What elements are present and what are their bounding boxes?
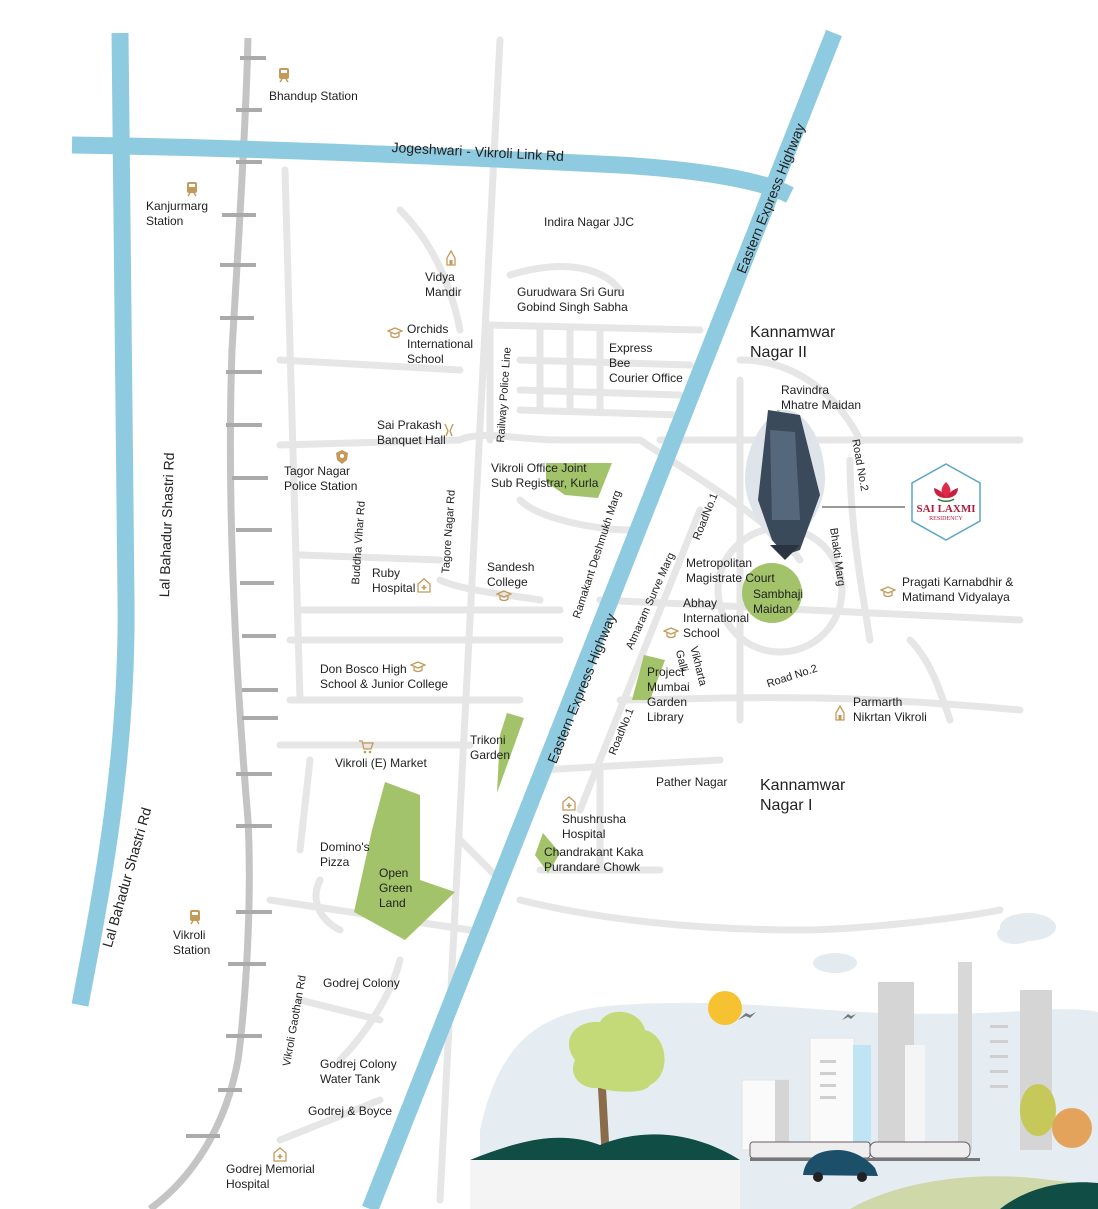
railway-line bbox=[147, 37, 278, 1209]
indira-nagar-label: Indira Nagar JJC bbox=[544, 215, 635, 229]
godrej-hospital-label: Godrej Memorial Hospital bbox=[226, 1162, 315, 1191]
open-green-land-label: Open Green Land bbox=[379, 866, 413, 910]
market-cart-icon bbox=[359, 740, 374, 754]
bhandup-station-label: Bhandup Station bbox=[269, 89, 358, 103]
project-mumbai-label: Project Mumbai Garden Library bbox=[647, 665, 690, 724]
project-pin bbox=[745, 410, 825, 560]
sai-prakash-label: Sai Prakash Banquet Hall bbox=[377, 418, 446, 447]
godrej-water-tank-label: Godrej Colony Water Tank bbox=[320, 1057, 397, 1086]
hospital-icon bbox=[273, 1147, 287, 1162]
shushrusha-hospital-label: Shushrusha Hospital bbox=[562, 812, 627, 841]
hospital-icon bbox=[562, 796, 576, 811]
school-icon bbox=[880, 586, 896, 598]
highways bbox=[71, 29, 842, 1209]
vikroli-market-label: Vikroli (E) Market bbox=[335, 756, 427, 770]
train-station-icon bbox=[279, 68, 289, 83]
vidya-mandir-label: Vidya Mandir bbox=[425, 270, 462, 299]
vikroli-station-label: Vikroli Station bbox=[173, 928, 211, 957]
ravindra-maidan-label: Ravindra Mhatre Maidan bbox=[781, 383, 862, 412]
kannamwar-nagar-1-label: Kannamwar Nagar I bbox=[760, 777, 846, 814]
banquet-icon bbox=[444, 423, 454, 437]
godrej-boyce-label: Godrej & Boyce bbox=[308, 1104, 393, 1118]
sai-laxmi-logo: SAI LAXMI RESIDENCY bbox=[910, 462, 982, 542]
kanjurmarg-station-label: Kanjurmarg Station bbox=[146, 199, 209, 228]
local-streets bbox=[266, 36, 1024, 1204]
school-icon bbox=[496, 590, 512, 602]
temple-icon bbox=[446, 250, 456, 266]
chandrakant-chowk-label: Chandrakant Kaka Purandare Chowk bbox=[544, 845, 644, 874]
police-icon bbox=[336, 450, 348, 464]
godrej-colony-label: Godrej Colony bbox=[323, 976, 400, 990]
parmarth-label: Parmarth Nikrtan Vikroli bbox=[853, 695, 927, 724]
express-bee-label: Express Bee Courier Office bbox=[609, 341, 683, 385]
orchids-school-label: Orchids International School bbox=[407, 322, 474, 366]
logo-text: SAI LAXMI bbox=[917, 503, 976, 515]
pather-nagar-label: Pather Nagar bbox=[656, 775, 728, 789]
temple-icon bbox=[835, 705, 845, 721]
abhay-school-label: Abhay International School bbox=[683, 596, 750, 640]
sandesh-college-label: Sandesh College bbox=[487, 560, 535, 589]
dominos-pizza-label: Domino's Pizza bbox=[320, 840, 370, 869]
ruby-hospital-label: Ruby Hospital bbox=[372, 566, 416, 595]
sub-registrar-label: Vikroli Office Joint Sub Registrar, Kurl… bbox=[491, 461, 599, 490]
school-icon bbox=[387, 327, 403, 339]
hospital-icon bbox=[417, 578, 431, 593]
sambhaji-maidan-label: Sambhaji Maidan bbox=[753, 587, 804, 616]
trikoni-garden-label: Trikoni Garden bbox=[470, 733, 511, 762]
school-icon bbox=[663, 627, 679, 639]
pragati-vidyalaya-label: Pragati Karnabdhir & Matimand Vidyalaya bbox=[902, 575, 1014, 604]
metropolitan-court-label: Metropolitan Magistrate Court bbox=[686, 556, 775, 585]
kannamwar-nagar-2-label: Kannamwar Nagar II bbox=[750, 324, 836, 361]
gurudwara-label: Gurudwara Sri Guru Gobind Singh Sabha bbox=[517, 285, 628, 314]
don-bosco-label: Don Bosco High School & Junior College bbox=[320, 662, 449, 691]
train-station-icon bbox=[187, 182, 197, 197]
logo-subtext: RESIDENCY bbox=[929, 516, 963, 522]
school-icon bbox=[410, 661, 426, 673]
skyline-illustration bbox=[470, 913, 1098, 1209]
train-station-icon bbox=[190, 910, 200, 925]
tagor-police-label: Tagor Nagar Police Station bbox=[284, 464, 358, 493]
